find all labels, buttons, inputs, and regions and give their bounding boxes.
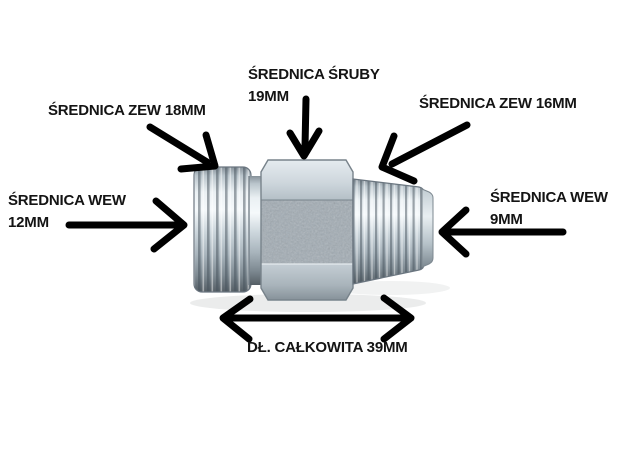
screw-diameter-arrow — [286, 95, 323, 160]
label-inner-diameter-right-line2: 9MM — [490, 211, 523, 228]
inner-diameter-left-arrow — [65, 197, 188, 253]
label-inner-diameter-left-line2: 12MM — [8, 214, 49, 231]
label-screw-diameter-line2: 19MM — [248, 88, 289, 105]
inner-diameter-right-arrow — [438, 206, 567, 258]
label-inner-diameter-right: ŚREDNICA WEW 9MM — [490, 187, 608, 231]
label-screw-diameter-line1: ŚREDNICA ŚRUBY — [248, 66, 380, 83]
label-inner-diameter-left-line1: ŚREDNICA WEW — [8, 192, 126, 209]
label-inner-diameter-left: ŚREDNICA WEW 12MM — [8, 190, 126, 234]
label-total-length: DŁ. CAŁKOWITA 39MM — [247, 339, 408, 356]
fitting-left-thread — [193, 166, 252, 293]
outer-diameter-left-arrow — [146, 123, 219, 173]
outer-diameter-right-arrow — [378, 121, 471, 185]
label-outer-diameter-left: ŚREDNICA ZEW 18MM — [48, 102, 206, 119]
fitting-right-thread — [352, 178, 434, 285]
label-screw-diameter: ŚREDNICA ŚRUBY 19MM — [248, 64, 380, 108]
total-length-arrow — [219, 294, 415, 343]
fitting-hex-body — [260, 159, 354, 301]
label-inner-diameter-right-line1: ŚREDNICA WEW — [490, 189, 608, 206]
label-outer-diameter-right: ŚREDNICA ZEW 16MM — [419, 95, 577, 112]
